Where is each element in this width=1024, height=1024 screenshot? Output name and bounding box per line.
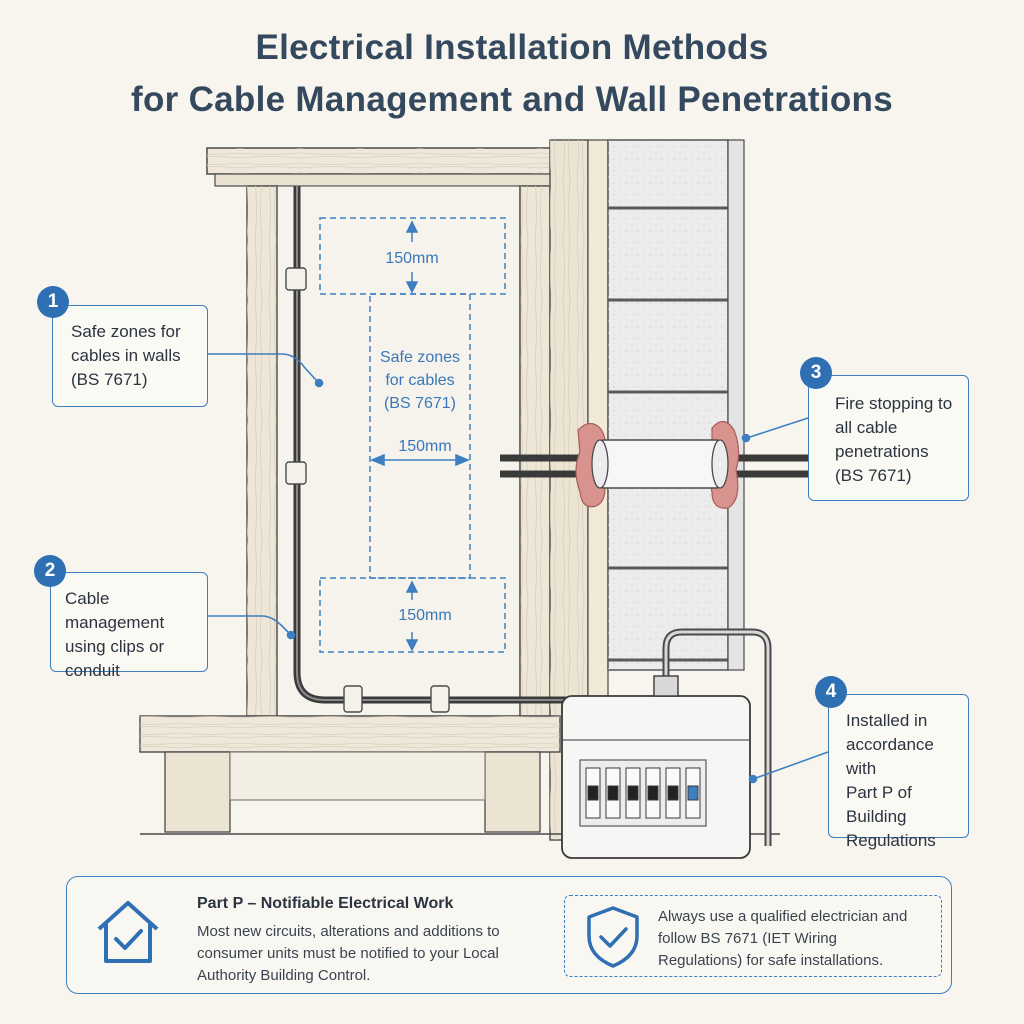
callout-line: using clips or [65, 637, 165, 656]
callout-line: Fire stopping to [835, 394, 953, 413]
footer-body: Most new circuits, alterations and addit… [197, 923, 500, 984]
callout-line: Installed in [846, 711, 928, 730]
callout-part-p: Installed in accordance with Part P of B… [828, 694, 969, 850]
left-stud [246, 185, 278, 717]
callout-line: conduit [65, 661, 120, 680]
callout-badge-4: 4 [815, 676, 847, 708]
title-line-2: for Cable Management and Wall Penetratio… [131, 80, 893, 119]
leader-lines [206, 353, 829, 784]
house-check-icon [97, 901, 159, 963]
footer-heading: Part P – Notifiable Electrical Work [197, 895, 454, 912]
center-zone-label: Safe zones for cables (BS 7671) [360, 346, 480, 415]
top-plate [206, 147, 553, 187]
block-wall [607, 139, 745, 671]
center-zone-label-line: Safe zones [379, 349, 461, 366]
callout-cable-management: Cable management using clips or conduit [50, 572, 208, 680]
top-zone-dimension: 150mm [385, 250, 439, 267]
callout-line: Cable management [65, 589, 165, 632]
floor-joist [139, 715, 780, 835]
consumer-unit [561, 675, 751, 859]
cable-sleeve [591, 439, 729, 489]
footer-panel: Part P – Notifiable Electrical Work Most… [66, 876, 952, 994]
callout-line: penetrations [835, 442, 929, 461]
callout-safe-zones: Safe zones for cables in walls (BS 7671) [52, 305, 208, 407]
center-zone-label-line: for cables [385, 372, 455, 389]
center-zone-label-line: (BS 7671) [383, 395, 457, 412]
shield-check-icon [587, 906, 639, 968]
callout-badge-2: 2 [34, 555, 66, 587]
page-title: Electrical Installation Methods for Cabl… [0, 22, 1024, 126]
safe-zone-outlines [319, 217, 506, 653]
callout-line: cables in walls [71, 346, 181, 365]
callout-line: Building [846, 807, 907, 826]
callout-line: all cable [835, 418, 898, 437]
callout-line: accordance with [846, 735, 934, 778]
dimension-arrows [370, 220, 470, 652]
callout-badge-1: 1 [37, 286, 69, 318]
callout-line: Regulations [846, 831, 936, 850]
callout-line: (BS 7671) [835, 466, 912, 485]
right-stud [519, 185, 551, 717]
footer-note-text: Always use a qualified electrician and f… [658, 908, 908, 969]
callout-fire-stopping: Fire stopping to all cable penetrations … [808, 375, 969, 501]
title-line-1: Electrical Installation Methods [255, 28, 769, 67]
bottom-zone-dimension: 150mm [398, 607, 452, 624]
cable-clips [285, 267, 450, 713]
callout-line: Part P of [846, 783, 912, 802]
footer-note-box: Always use a qualified electrician and f… [564, 895, 942, 977]
callout-line: Safe zones for [71, 322, 181, 341]
callout-badge-3: 3 [800, 357, 832, 389]
callout-line: (BS 7671) [71, 370, 148, 389]
center-zone-dimension: 150mm [398, 438, 452, 455]
